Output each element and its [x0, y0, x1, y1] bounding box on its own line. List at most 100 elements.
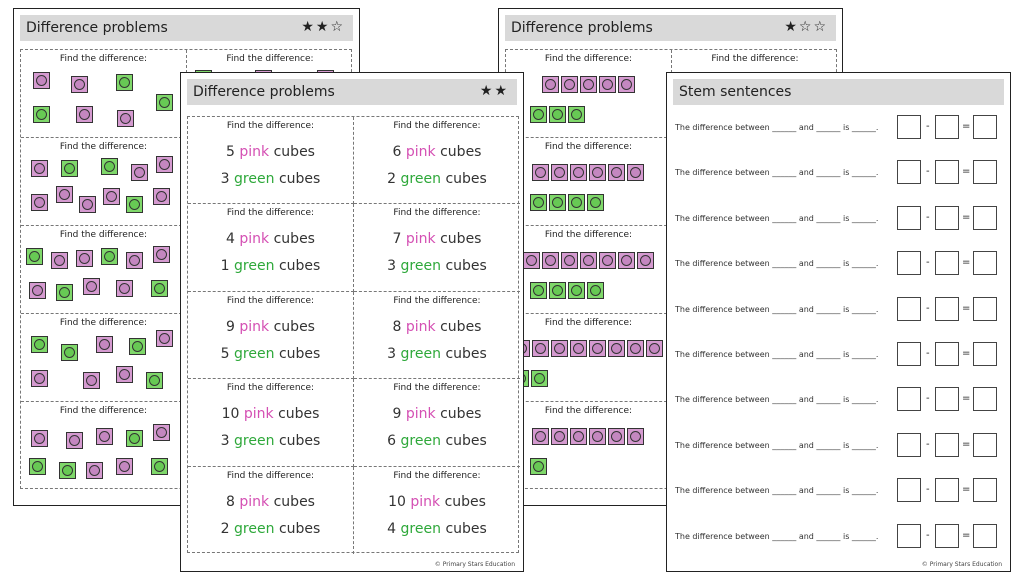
answer-blank[interactable]: ______ — [816, 486, 841, 496]
answer-blank[interactable]: ______ — [772, 304, 797, 314]
cubes-word: cubes — [273, 318, 315, 335]
answer-blank[interactable]: ______. — [851, 531, 879, 541]
answer-box[interactable] — [973, 251, 997, 276]
answer-blank[interactable]: ______ — [772, 213, 797, 223]
answer-box[interactable] — [973, 523, 997, 548]
answer-box[interactable] — [935, 251, 959, 276]
sentence-is: is — [842, 531, 850, 541]
green-cube — [587, 194, 604, 211]
stem-sentence-text: The difference between ______ and ______… — [675, 532, 878, 541]
answer-blank[interactable]: ______ — [772, 123, 797, 132]
answer-box[interactable] — [935, 432, 959, 457]
cubes-word: cubes — [278, 520, 321, 537]
pink-cubes-line: 9 pink cubes — [354, 406, 520, 422]
answer-blank[interactable]: ______ — [816, 213, 841, 223]
pink-count: 9 — [226, 318, 235, 335]
cell-title: Find the difference: — [711, 54, 799, 64]
pink-cube — [627, 164, 644, 181]
green-cube — [549, 282, 566, 299]
answer-box[interactable] — [897, 160, 921, 185]
answer-blank[interactable]: ______. — [851, 395, 879, 405]
answer-blank[interactable]: ______ — [816, 168, 841, 178]
answer-box[interactable] — [935, 115, 959, 139]
sentence-is: is — [842, 213, 850, 223]
pink-word: pink — [239, 144, 270, 160]
difficulty-stars: ★★ — [479, 83, 509, 99]
answer-blank[interactable]: ______ — [816, 395, 841, 405]
answer-box[interactable] — [935, 296, 959, 321]
answer-box[interactable] — [935, 160, 959, 185]
answer-blank[interactable]: ______ — [772, 350, 797, 359]
stem-sentence-text: The difference between ______ and ______… — [675, 350, 878, 359]
pink-cube — [589, 164, 606, 181]
answer-box[interactable] — [935, 523, 959, 548]
answer-box[interactable] — [897, 115, 921, 139]
answer-blank[interactable]: ______ — [816, 350, 841, 359]
answer-blank[interactable]: ______ — [772, 259, 797, 269]
answer-blank[interactable]: ______. — [851, 259, 879, 269]
answer-blank[interactable]: ______ — [772, 440, 797, 450]
answer-blank[interactable]: ______. — [851, 350, 879, 359]
copyright-footer: © Primary Stars Education — [921, 561, 1002, 568]
pink-word: pink — [239, 318, 270, 335]
answer-box[interactable] — [897, 251, 921, 276]
answer-blank[interactable]: ______ — [816, 259, 841, 269]
pink-cube — [608, 428, 625, 445]
answer-blank[interactable]: ______ — [816, 440, 841, 450]
pink-count: 8 — [392, 318, 402, 335]
answer-blank[interactable]: ______ — [772, 531, 797, 541]
sentence-start: The difference between — [675, 123, 770, 132]
answer-blank[interactable]: ______. — [851, 123, 879, 132]
pink-cube — [51, 252, 68, 269]
cubes-word: cubes — [273, 144, 315, 160]
answer-blank[interactable]: ______ — [772, 486, 797, 496]
answer-box[interactable] — [973, 296, 997, 321]
cell-title: Find the difference: — [544, 230, 633, 240]
answer-blank[interactable]: ______. — [851, 168, 879, 178]
answer-blank[interactable]: ______. — [851, 486, 879, 496]
answer-box[interactable] — [935, 205, 959, 230]
sentence-start: The difference between — [675, 213, 770, 223]
green-cube — [530, 458, 547, 475]
answer-box[interactable] — [897, 432, 921, 457]
answer-box[interactable] — [935, 387, 959, 412]
stem-sentence-text: The difference between ______ and ______… — [675, 214, 878, 223]
sentence-and: and — [798, 123, 814, 132]
answer-box[interactable] — [973, 478, 997, 503]
answer-box[interactable] — [897, 478, 921, 503]
green-cube — [31, 336, 48, 353]
pink-cube — [561, 252, 578, 269]
answer-box[interactable] — [973, 160, 997, 185]
answer-blank[interactable]: ______. — [851, 213, 879, 223]
answer-box[interactable] — [935, 478, 959, 503]
answer-box[interactable] — [897, 296, 921, 321]
minus-sign: - — [926, 166, 930, 178]
green-cube — [151, 280, 168, 297]
answer-blank[interactable]: ______ — [816, 123, 841, 132]
answer-blank[interactable]: ______ — [816, 531, 841, 541]
answer-blank[interactable]: ______ — [772, 395, 797, 405]
green-cube — [530, 106, 547, 123]
pink-cube — [153, 188, 170, 205]
answer-box[interactable] — [973, 205, 997, 230]
answer-box[interactable] — [973, 432, 997, 457]
pink-cube — [86, 462, 103, 479]
pink-cube — [83, 278, 100, 295]
problem-cell: Find the difference: — [21, 226, 187, 314]
stem-sentence-row: The difference between ______ and ______… — [675, 342, 1002, 368]
answer-blank[interactable]: ______. — [851, 440, 879, 450]
answer-blank[interactable]: ______. — [851, 304, 879, 314]
answer-blank[interactable]: ______ — [816, 304, 841, 314]
answer-box[interactable] — [973, 342, 997, 366]
answer-box[interactable] — [973, 387, 997, 412]
answer-box[interactable] — [897, 342, 921, 366]
answer-blank[interactable]: ______ — [772, 168, 797, 178]
pink-cube — [96, 336, 113, 353]
answer-box[interactable] — [935, 342, 959, 366]
answer-box[interactable] — [897, 523, 921, 548]
answer-box[interactable] — [973, 115, 997, 139]
answer-box[interactable] — [897, 205, 921, 230]
green-cube — [126, 430, 143, 447]
answer-box[interactable] — [897, 387, 921, 412]
